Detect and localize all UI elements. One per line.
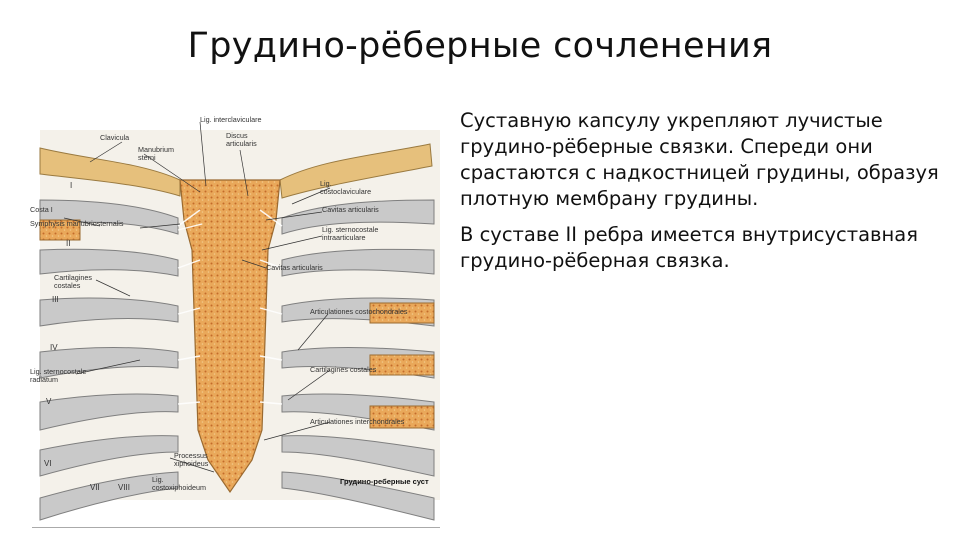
label-lig-intraarticulare-1: Lig. sternocostale	[322, 225, 379, 234]
sternum-section	[179, 179, 281, 494]
rib-bone-sections	[39, 219, 435, 429]
label-cartilagines-2: costales	[54, 281, 81, 290]
left-ribs	[39, 199, 179, 521]
label-lig-costoclaviculare-2: costoclaviculare	[320, 187, 372, 196]
label-processus-2: xiphoideus	[174, 459, 209, 468]
rib-numeral: III	[52, 295, 59, 304]
radiate-ligaments	[177, 209, 283, 405]
left-clavicle	[39, 147, 181, 197]
slide-title: Грудино-рёберные сочленения	[187, 26, 773, 66]
right-clavicle	[279, 143, 433, 199]
label-discus-1: Discus	[226, 131, 248, 140]
label-cartilagines-1: Cartilagines	[54, 273, 92, 282]
sternocostal-joints-illustration: Lig. interclaviculare Clavicula Manubriu…	[30, 100, 442, 540]
figure-caption: Грудино-реберные суст	[340, 477, 429, 486]
leader-lines	[63, 121, 331, 473]
paragraph: Суставную капсулу укрепляют лучистые гру…	[460, 109, 939, 210]
ribcage-drawing	[39, 121, 440, 521]
label-discus-2: articularis	[226, 139, 257, 148]
label-cartilagines-costales: Cartilagines costales	[310, 365, 377, 374]
body-text: Суставную капсулу укрепляют лучистые гру…	[460, 108, 940, 284]
label-lig-costoxiphoideum-1: Lig.	[152, 475, 164, 484]
label-lig-costoxiphoideum-2: costoxiphoideum	[152, 483, 206, 492]
label-manubrium-1: Manubrium	[138, 145, 174, 154]
label-lig-radiatum-1: Lig. sternocostale	[30, 367, 87, 376]
paragraph: В суставе II ребра имеется внутрисуставн…	[460, 223, 918, 272]
label-cavitas-articularis-2: Cavitas articularis	[266, 263, 323, 272]
label-processus-1: Processus	[174, 451, 208, 460]
rib-numeral: IV	[50, 343, 58, 352]
rib-numeral: I	[70, 181, 73, 190]
rib-numeral: V	[46, 397, 52, 406]
label-lig-intraarticulare-2: intraarticulare	[322, 233, 366, 242]
label-articulationes-costochondrales: Articulationes costochondrales	[310, 307, 408, 316]
label-lig-costoclaviculare-1: Lig.	[320, 179, 332, 188]
label-cavitas-articularis-1: Cavitas articularis	[322, 205, 379, 214]
label-lig-radiatum-2: radiatum	[30, 375, 58, 384]
label-clavicula: Clavicula	[100, 133, 130, 142]
label-manubrium-2: sterni	[138, 153, 156, 162]
label-symphysis: Symphysis manubriosternalis	[30, 219, 124, 228]
rib-numeral: VIII	[118, 483, 131, 492]
label-articulationes-interchondrales: Articulationes interchondrales	[310, 417, 405, 426]
rib-numeral: VII	[90, 483, 100, 492]
label-costa-i: Costa I	[30, 205, 53, 214]
label-lig-interclaviculare: Lig. interclaviculare	[200, 115, 262, 124]
rib-numeral: II	[66, 239, 71, 248]
rib-numeral: VI	[44, 459, 52, 468]
divider	[32, 527, 440, 528]
